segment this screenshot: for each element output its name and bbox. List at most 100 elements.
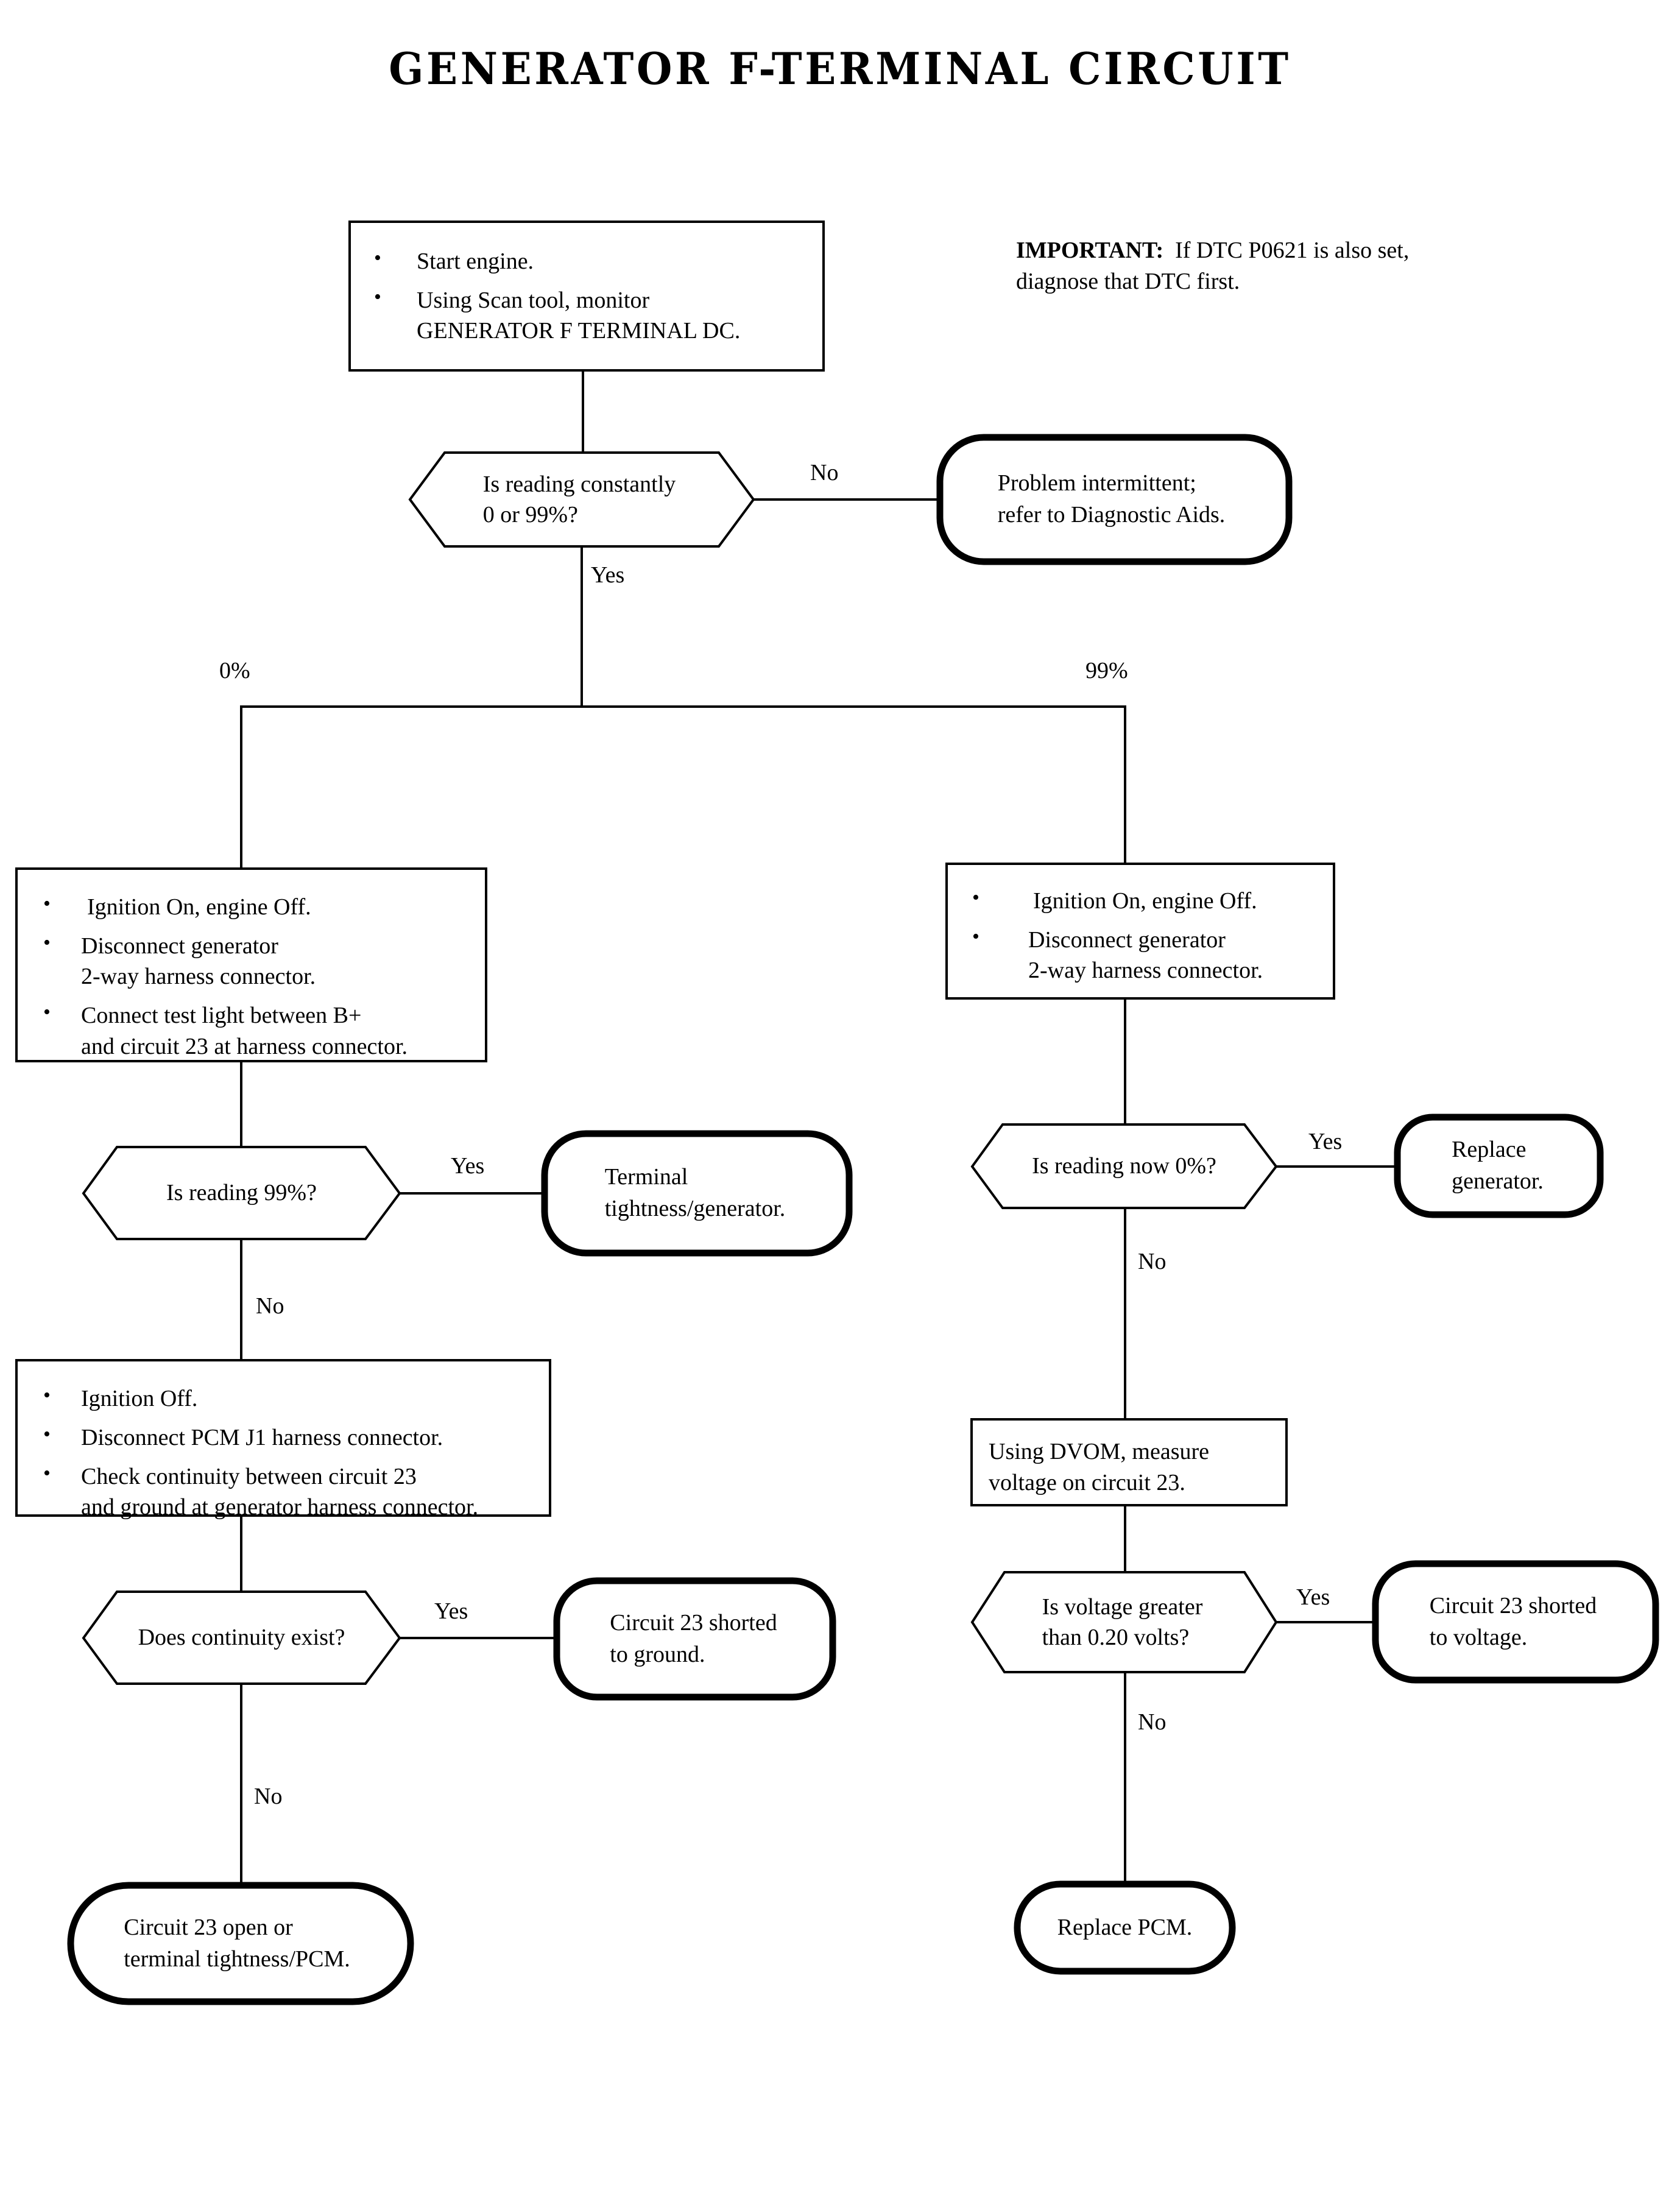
list-item: • Start engine. [374, 246, 800, 277]
list-item: • Disconnect PCM J1 harness connector. [43, 1422, 543, 1453]
process-line2: voltage on circuit 23. [989, 1469, 1185, 1495]
rounded-terminal-shape [936, 434, 1293, 565]
edge-label-no-to-replace-pcm: No [1138, 1709, 1166, 1735]
connector-decision-now0-no [1124, 1208, 1126, 1418]
connector-decision-voltage-no [1124, 1672, 1126, 1882]
bullet-icon: • [43, 1001, 51, 1024]
bullet-text: Check continuity between circuit 23 [81, 1464, 417, 1490]
connector-start-to-decision1 [582, 372, 584, 465]
bullet-text-cont: and circuit 23 at harness connector. [81, 1033, 408, 1059]
list-item: • Ignition Off. [43, 1383, 543, 1414]
terminal-terminal-tightness: Terminal tightness/generator. [541, 1130, 853, 1257]
bullet-icon: • [374, 247, 381, 269]
connector-left-branch-drop [240, 705, 242, 869]
bullet-text-cont: and ground at generator harness connecto… [81, 1494, 479, 1520]
bullet-list: • Ignition On, engine Off. • Disconnect … [43, 892, 476, 1062]
process-using-dvom: Using DVOM, measure voltage on circuit 2… [970, 1418, 1288, 1506]
connector-decision1-yes [581, 546, 583, 707]
bullet-text: Disconnect generator [81, 933, 278, 959]
edge-label-yes-split: Yes [591, 562, 625, 588]
connector-right-branch-drop [1124, 705, 1126, 863]
bullet-icon: • [972, 925, 979, 948]
bullet-icon: • [972, 886, 979, 909]
edge-label-no-intermittent: No [810, 460, 839, 485]
bullet-text: Using Scan tool, monitor [417, 288, 650, 314]
bullet-text: Start engine. [417, 249, 534, 274]
connector-decision1-no [754, 498, 938, 501]
bullet-icon: • [43, 931, 51, 955]
rounded-terminal-shape [1014, 1880, 1236, 1975]
bullet-text: Ignition Off. [81, 1386, 198, 1411]
bullet-icon: • [43, 892, 51, 915]
list-item: • Disconnect generator 2-way harness con… [972, 925, 1325, 986]
connector-decision-99-yes [399, 1192, 542, 1195]
decision-is-reading-constant: Is reading constantly 0 or 99%? [408, 451, 755, 548]
list-item: • Connect test light between B+ and circ… [43, 1000, 476, 1061]
terminal-replace-generator: Replace generator. [1394, 1114, 1604, 1218]
connector-continuity-to-decision [240, 1517, 242, 1606]
important-note-line2: diagnose that DTC first. [1016, 268, 1240, 294]
connector-split-bus [240, 705, 1126, 708]
hexagon-shape [82, 1146, 401, 1240]
process-start-engine: • Start engine. • Using Scan tool, monit… [348, 221, 825, 372]
important-note: IMPORTANT: If DTC P0621 is also set, dia… [1016, 235, 1516, 297]
connector-decision-continuity-yes [399, 1637, 555, 1639]
bullet-text: Disconnect generator [1028, 927, 1226, 953]
bullet-icon: • [374, 286, 381, 309]
important-note-label: IMPORTANT: [1016, 238, 1164, 263]
list-item: • Ignition On, engine Off. [972, 886, 1325, 916]
bullet-text: Disconnect PCM J1 harness connector. [81, 1425, 443, 1451]
connector-decision-voltage-yes [1276, 1621, 1374, 1623]
connector-decision-99-no [240, 1239, 242, 1360]
list-item: • Disconnect generator 2-way harness con… [43, 931, 476, 992]
page-title: GENERATOR F-TERMINAL CIRCUIT [389, 43, 1291, 94]
hexagon-shape [82, 1590, 401, 1685]
terminal-problem-intermittent: Problem intermittent; refer to Diagnosti… [936, 434, 1293, 565]
process-left-continuity: • Ignition Off. • Disconnect PCM J1 harn… [15, 1359, 551, 1520]
rounded-terminal-shape [67, 1882, 414, 2005]
bullet-icon: • [43, 1384, 51, 1407]
bullet-text: Ignition On, engine Off. [87, 894, 311, 920]
process-left-setup: • Ignition On, engine Off. • Disconnect … [15, 867, 487, 1062]
bullet-text-cont: 2-way harness connector. [81, 964, 316, 990]
process-text: Using DVOM, measure voltage on circuit 2… [989, 1436, 1285, 1499]
list-item: • Check continuity between circuit 23 an… [43, 1461, 543, 1522]
bullet-text: Ignition On, engine Off. [1033, 888, 1257, 914]
decision-is-reading-now-0: Is reading now 0%? [970, 1123, 1278, 1210]
edge-label-no-to-continuity: No [256, 1293, 284, 1319]
bullet-text: Connect test light between B+ [81, 1003, 362, 1029]
terminal-circuit23-shorted-voltage: Circuit 23 shorted to voltage. [1372, 1560, 1659, 1684]
edge-label-yes-terminal-tightness: Yes [451, 1153, 485, 1179]
connector-decision-now0-yes [1276, 1165, 1396, 1168]
rounded-terminal-shape [1372, 1560, 1659, 1684]
bullet-text-cont: 2-way harness connector. [1028, 958, 1263, 984]
bullet-icon: • [43, 1462, 51, 1485]
bullet-list: • Ignition Off. • Disconnect PCM J1 harn… [43, 1383, 543, 1523]
list-item: • Using Scan tool, monitor GENERATOR F T… [374, 285, 800, 346]
rounded-terminal-shape [541, 1130, 853, 1257]
decision-is-voltage-greater: Is voltage greater than 0.20 volts? [970, 1570, 1278, 1674]
list-item: • Ignition On, engine Off. [43, 892, 476, 922]
edge-label-yes-shorted-ground: Yes [434, 1598, 468, 1624]
rounded-terminal-shape [553, 1577, 836, 1701]
hexagon-shape [408, 451, 755, 548]
bullet-list: • Start engine. • Using Scan tool, monit… [374, 246, 800, 346]
hexagon-shape [970, 1571, 1278, 1673]
edge-label-branch-0pct: 0% [219, 658, 250, 683]
bullet-text-cont: GENERATOR F TERMINAL DC. [417, 318, 741, 344]
connector-dvom-to-decision [1124, 1506, 1126, 1581]
bullet-list: • Ignition On, engine Off. • Disconnect … [972, 886, 1325, 986]
connector-left-setup-to-decision [240, 1062, 242, 1161]
process-line1: Using DVOM, measure [989, 1439, 1210, 1464]
connector-right-setup-to-decision [1124, 1000, 1126, 1128]
process-right-setup: • Ignition On, engine Off. • Disconnect … [945, 863, 1335, 1000]
decision-does-continuity-exist: Does continuity exist? [82, 1590, 401, 1686]
decision-is-reading-99: Is reading 99%? [82, 1145, 401, 1241]
edge-label-yes-shorted-voltage: Yes [1296, 1584, 1330, 1610]
hexagon-shape [970, 1123, 1278, 1209]
edge-label-no-to-open: No [254, 1784, 283, 1809]
terminal-circuit23-open-or-pcm: Circuit 23 open or terminal tightness/PC… [67, 1882, 414, 2005]
important-note-line1: If DTC P0621 is also set, [1175, 238, 1410, 263]
connector-decision-continuity-no [240, 1684, 242, 1894]
